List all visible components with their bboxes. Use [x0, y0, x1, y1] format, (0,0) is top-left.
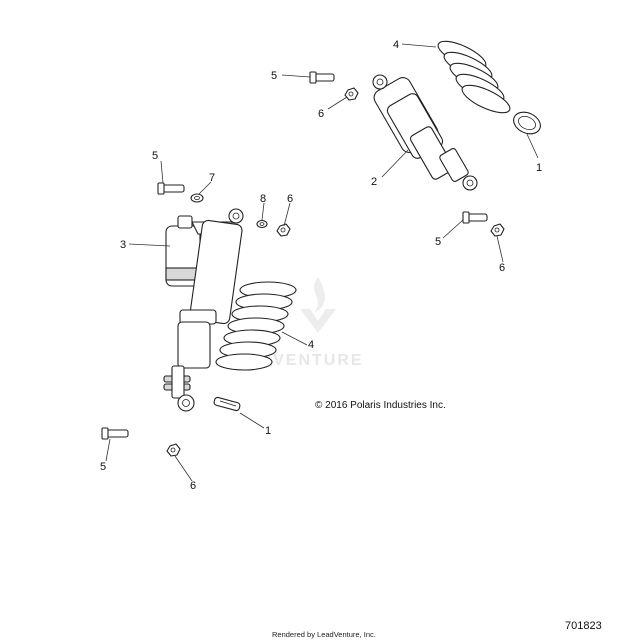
callout-5-top: 5: [271, 70, 277, 82]
callout-3: 3: [120, 239, 126, 251]
bolt-left: [157, 182, 185, 195]
split-ring-mid: [213, 396, 241, 412]
callout-7: 7: [209, 172, 215, 184]
copyright-notice: © 2016 Polaris Industries Inc.: [315, 400, 446, 411]
nut-left: [276, 223, 291, 237]
washer-8: [256, 219, 268, 229]
rendered-by-credit: Rendered by LeadVenture, Inc.: [272, 630, 376, 639]
shock-absorber-left: [163, 208, 244, 412]
nut-top-right: [490, 223, 505, 237]
bolt-bottom: [101, 427, 129, 440]
split-ring-top: [513, 111, 541, 135]
callout-5-left: 5: [152, 150, 158, 162]
coil-spring-top: [437, 40, 511, 114]
nut-bottom: [166, 443, 181, 457]
coil-spring-mid: [215, 281, 297, 371]
bolt-top: [309, 71, 335, 84]
callout-5-bottom: 5: [100, 461, 106, 473]
callout-1-top: 1: [536, 162, 542, 174]
callout-2: 2: [371, 176, 377, 188]
callout-6-top: 6: [318, 108, 324, 120]
leader-lines: [105, 43, 539, 482]
figure-number: 701823: [565, 620, 602, 632]
washer-7: [190, 193, 204, 203]
callout-5-top-right: 5: [435, 236, 441, 248]
callout-6-top-right: 6: [499, 262, 505, 274]
nut-top: [344, 87, 359, 101]
callout-6-bottom: 6: [190, 480, 196, 492]
watermark-text: ADVENTURE: [246, 352, 364, 369]
callout-6-left: 6: [287, 193, 293, 205]
shock-absorber-top: [372, 74, 478, 191]
bolt-top-right: [462, 211, 488, 224]
watermark-logo-icon: [300, 277, 336, 333]
callout-4-mid: 4: [308, 339, 314, 351]
callout-4-top: 4: [393, 39, 399, 51]
callout-8: 8: [260, 193, 266, 205]
callout-1-mid: 1: [265, 425, 271, 437]
